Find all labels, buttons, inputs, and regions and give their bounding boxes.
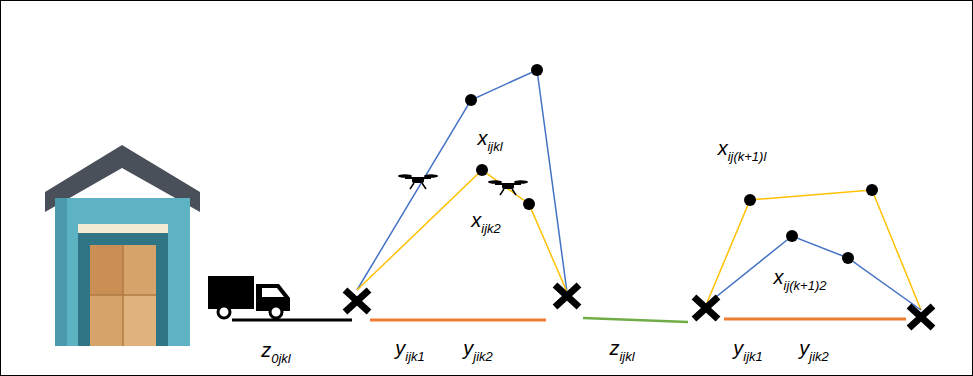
drone-route <box>357 70 567 292</box>
drone-route <box>357 170 567 292</box>
stop-cross <box>345 290 369 312</box>
stop-cross <box>555 285 579 307</box>
variable-label: xijk2 <box>471 208 501 237</box>
drone-route <box>706 190 921 310</box>
variable-label: xij(k+1)l <box>718 136 767 165</box>
stop-cross <box>909 306 933 328</box>
truck-wheel <box>270 306 282 318</box>
customer-dot <box>744 194 756 206</box>
customer-dot <box>786 230 798 242</box>
truck-window <box>262 288 284 297</box>
truck-route <box>370 319 546 322</box>
drone-icon <box>488 180 528 195</box>
warehouse-door-band <box>78 224 168 233</box>
truck-wheel <box>218 306 230 318</box>
stop-marks <box>345 285 933 328</box>
warehouse-box <box>123 295 156 346</box>
drone-route <box>706 236 921 310</box>
drone-icon <box>398 174 438 189</box>
customer-dots <box>465 64 878 264</box>
variable-label: yjik2 <box>799 336 829 365</box>
warehouse-icon <box>45 145 200 346</box>
variable-label: zijkl <box>609 336 634 365</box>
variable-label: xij(k+1)2 <box>774 265 827 294</box>
truck-cargo <box>208 276 254 309</box>
variable-label: z0jkl <box>261 338 291 367</box>
customer-dot <box>842 252 854 264</box>
box-edge <box>122 245 124 346</box>
customer-dot <box>866 184 878 196</box>
warehouse-wall <box>55 198 190 346</box>
stop-cross <box>694 297 718 319</box>
truck-route <box>232 319 352 322</box>
variable-label: yjik2 <box>463 336 493 365</box>
customer-dot <box>531 64 543 76</box>
customer-dot <box>465 94 477 106</box>
truck-route <box>583 318 688 322</box>
truck-icon <box>208 276 290 318</box>
warehouse-wall-shade <box>55 198 67 346</box>
variable-label: xijkl <box>477 126 502 155</box>
warehouse-box <box>90 245 123 295</box>
variable-label: yijk1 <box>733 336 763 365</box>
customer-dot <box>476 164 488 176</box>
warehouse-boxes <box>90 245 156 346</box>
truck-route <box>724 318 906 321</box>
warehouse-door <box>78 224 168 346</box>
customer-dot <box>523 198 535 210</box>
variable-label: yijk1 <box>395 336 425 365</box>
